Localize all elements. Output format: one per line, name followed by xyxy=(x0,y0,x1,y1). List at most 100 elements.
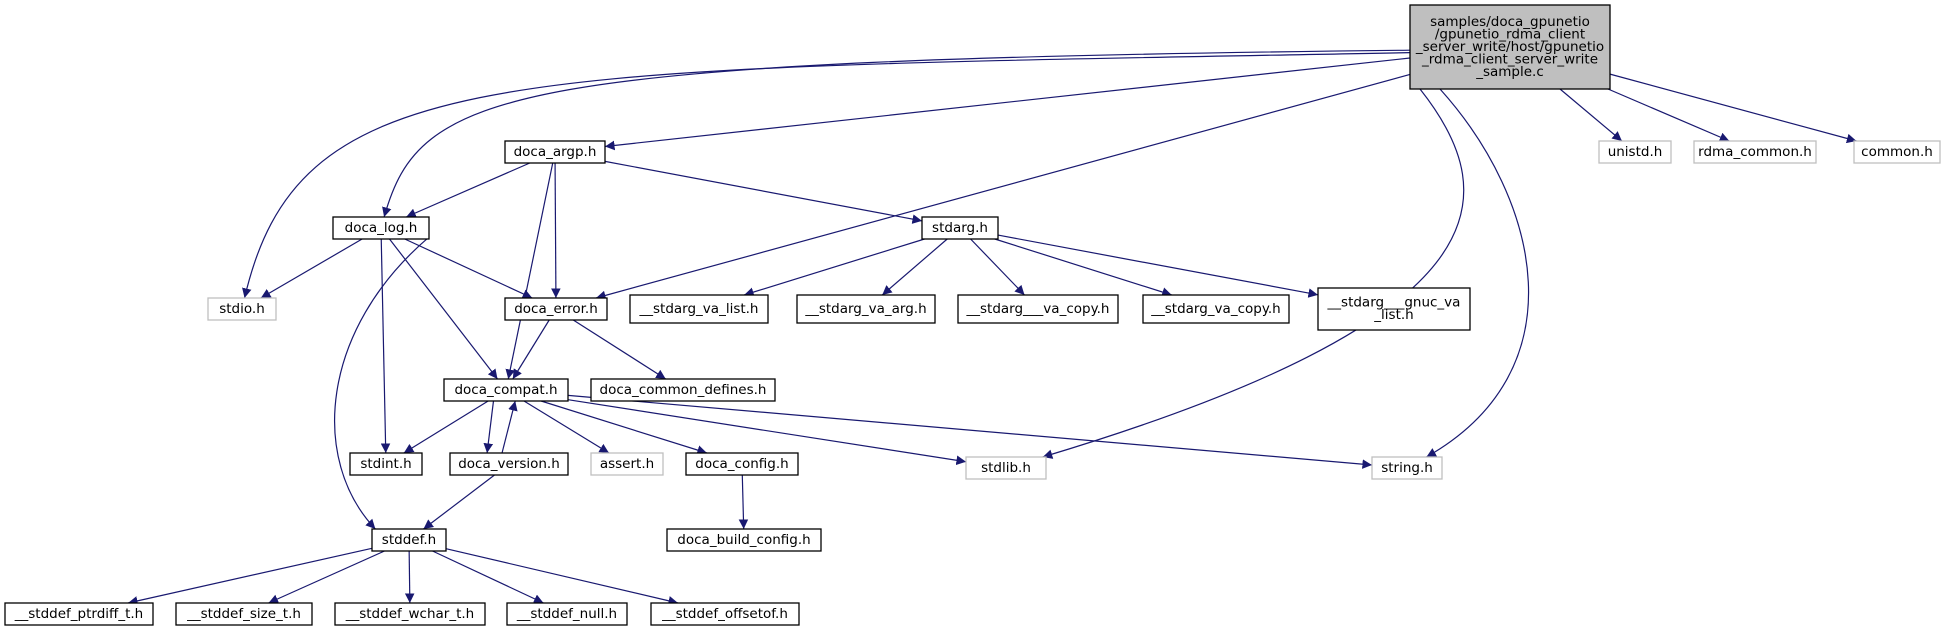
node-doca_log[interactable]: doca_log.h xyxy=(332,216,430,240)
node-label: common.h xyxy=(1861,144,1933,160)
node-stdarg___va_copy[interactable]: __stdarg___va_copy.h xyxy=(957,294,1119,324)
edge-doca_compat-to-doca_version xyxy=(483,400,495,454)
edge-stddef-to-stddef_wchar xyxy=(404,550,415,604)
node-box xyxy=(504,297,608,321)
node-label: __stddef_null.h xyxy=(516,606,617,622)
node-stdarg_gnuc[interactable]: __stdarg___gnuc_va_list.h xyxy=(1317,287,1471,331)
edge-root-to-unistd xyxy=(1559,88,1623,142)
node-label: unistd.h xyxy=(1608,144,1663,160)
node-label: doca_compat.h xyxy=(454,382,557,398)
node-doca_compat[interactable]: doca_compat.h xyxy=(443,378,569,402)
node-stddef_size[interactable]: __stddef_size_t.h xyxy=(175,602,313,626)
node-box xyxy=(1693,140,1817,164)
edge-root-to-doca_argp xyxy=(604,57,1411,151)
node-stdarg_va_list[interactable]: __stdarg_va_list.h xyxy=(629,294,769,324)
edge-stdarg-to-stdarg_va_copy xyxy=(994,238,1172,297)
node-label: stdlib.h xyxy=(981,460,1031,476)
node-box xyxy=(965,456,1047,480)
node-box xyxy=(921,216,999,240)
node-box xyxy=(685,452,799,476)
node-box xyxy=(957,294,1119,324)
node-doca_version[interactable]: doca_version.h xyxy=(449,452,569,476)
node-box xyxy=(650,602,800,626)
edge-doca_argp-to-doca_log xyxy=(405,162,531,218)
edge-doca_argp-to-doca_error xyxy=(551,162,561,299)
node-label: stdint.h xyxy=(360,456,411,472)
edge-doca_compat-to-stdlib xyxy=(567,399,967,466)
node-label: __stddef_ptrdiff_t.h xyxy=(14,606,143,622)
node-box xyxy=(349,452,423,476)
node-label: __stddef_offsetof.h xyxy=(661,606,788,622)
edge-stdarg-to-stdarg_gnuc xyxy=(997,234,1319,298)
edge-doca_version-to-stddef xyxy=(423,474,495,530)
node-stddef_wchar[interactable]: __stddef_wchar_t.h xyxy=(334,602,486,626)
edge-stdarg-to-stdarg___va_copy xyxy=(970,238,1025,296)
node-box xyxy=(1409,4,1611,90)
node-label: doca_build_config.h xyxy=(677,532,810,548)
node-rdma_common: rdma_common.h xyxy=(1693,140,1817,164)
node-stdarg_va_copy[interactable]: __stdarg_va_copy.h xyxy=(1142,294,1290,324)
node-label: __stdarg___va_copy.h xyxy=(966,301,1110,317)
node-stdlib: stdlib.h xyxy=(965,456,1047,480)
edge-doca_log-to-stdint xyxy=(380,238,391,454)
node-label: __stdarg_va_list.h xyxy=(639,301,759,317)
node-doca_argp[interactable]: doca_argp.h xyxy=(504,140,606,164)
node-box xyxy=(1371,456,1443,480)
node-doca_config[interactable]: doca_config.h xyxy=(685,452,799,476)
node-box xyxy=(207,297,277,321)
node-doca_error[interactable]: doca_error.h xyxy=(504,297,608,321)
node-box xyxy=(504,140,606,164)
node-root[interactable]: samples/doca_gpunetio/gpunetio_rdma_clie… xyxy=(1409,4,1611,90)
node-label: samples/doca_gpunetio/gpunetio_rdma_clie… xyxy=(1415,14,1604,80)
node-label: doca_argp.h xyxy=(514,144,597,160)
node-box xyxy=(629,294,769,324)
node-label: stdio.h xyxy=(219,301,265,317)
edge-doca_compat-to-assert xyxy=(523,400,610,454)
node-stddef_null[interactable]: __stddef_null.h xyxy=(506,602,628,626)
edge-doca_argp-to-stdarg xyxy=(604,160,923,224)
edge-doca_log-to-stddef xyxy=(334,236,430,530)
node-doca_build_config[interactable]: doca_build_config.h xyxy=(666,528,822,552)
node-label: __stdarg___gnuc_va_list.h xyxy=(1327,295,1461,324)
edge-doca_version-to-doca_compat xyxy=(501,400,518,454)
node-label: rdma_common.h xyxy=(1698,144,1812,160)
edge-root-to-rdma_common xyxy=(1607,88,1730,142)
node-unistd: unistd.h xyxy=(1598,140,1672,164)
edge-doca_error-to-doca_common_defines xyxy=(572,319,667,380)
edge-doca_compat-to-stdint xyxy=(403,400,489,454)
edge-stddef-to-stddef_offsetof xyxy=(445,548,679,606)
node-doca_common_defines[interactable]: doca_common_defines.h xyxy=(590,378,776,402)
node-stdarg[interactable]: stdarg.h xyxy=(921,216,999,240)
node-label: doca_error.h xyxy=(514,301,598,317)
node-string: string.h xyxy=(1371,456,1443,480)
edge-doca_compat-to-string xyxy=(567,394,1373,469)
node-label: __stdarg_va_arg.h xyxy=(804,301,926,317)
edge-doca_error-to-doca_compat xyxy=(512,319,550,380)
edge-root-to-stdlib xyxy=(1042,88,1465,459)
node-label: doca_version.h xyxy=(458,456,560,472)
node-label: doca_common_defines.h xyxy=(600,382,767,398)
node-assert: assert.h xyxy=(590,452,664,476)
node-box xyxy=(4,602,154,626)
node-box xyxy=(334,602,486,626)
node-box xyxy=(175,602,313,626)
edge-root-to-string xyxy=(1426,88,1530,458)
node-label: assert.h xyxy=(600,456,654,472)
node-label: stddef.h xyxy=(382,532,436,548)
node-stdarg_va_arg[interactable]: __stdarg_va_arg.h xyxy=(796,294,936,324)
node-label: string.h xyxy=(1381,460,1433,476)
node-stdint[interactable]: stdint.h xyxy=(349,452,423,476)
node-stddef[interactable]: stddef.h xyxy=(371,528,447,552)
node-label: doca_log.h xyxy=(345,220,418,236)
node-box xyxy=(590,378,776,402)
edge-stddef-to-stddef_size xyxy=(268,550,385,604)
node-stddef_ptrdiff[interactable]: __stddef_ptrdiff_t.h xyxy=(4,602,154,626)
node-stddef_offsetof[interactable]: __stddef_offsetof.h xyxy=(650,602,800,626)
edge-stddef-to-stddef_null xyxy=(432,550,544,604)
node-box xyxy=(332,216,430,240)
edge-stdarg-to-stdarg_va_arg xyxy=(881,238,948,296)
edge-doca_log-to-doca_error xyxy=(404,238,533,299)
node-box xyxy=(506,602,628,626)
edge-root-to-doca_log xyxy=(382,49,1411,218)
